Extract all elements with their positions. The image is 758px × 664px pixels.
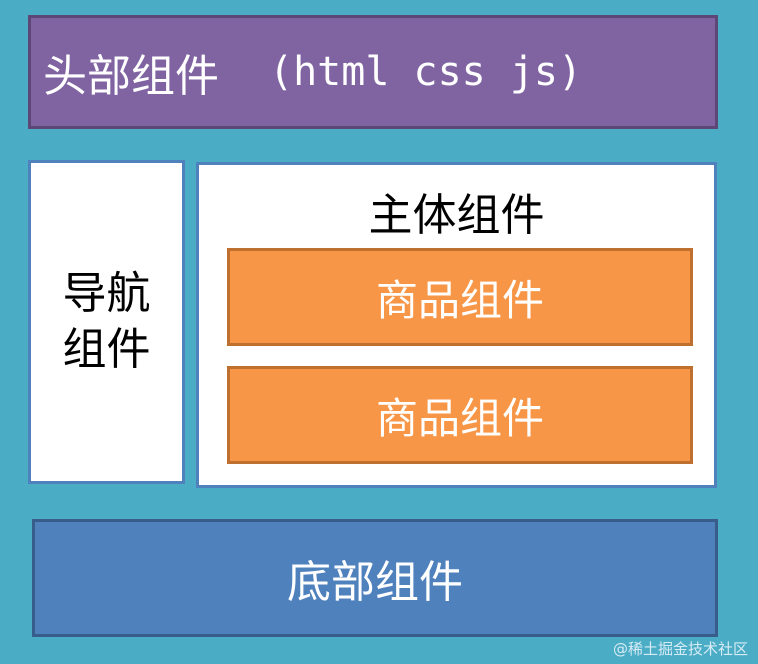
product-component-box: 商品组件: [227, 366, 693, 464]
main-component-box: 主体组件 商品组件 商品组件: [196, 162, 717, 488]
nav-component-label: 导航组件: [62, 268, 151, 375]
product-component-box: 商品组件: [227, 248, 693, 346]
main-component-title: 主体组件: [368, 190, 545, 241]
footer-component-box: 底部组件: [32, 519, 718, 637]
watermark: @稀土掘金技术社区: [612, 640, 748, 658]
header-tech-label: (html css js): [269, 49, 583, 95]
header-component-box: 头部组件 (html css js): [28, 15, 718, 129]
header-component-label: 头部组件: [43, 51, 219, 102]
nav-component-box: 导航组件: [28, 160, 185, 484]
